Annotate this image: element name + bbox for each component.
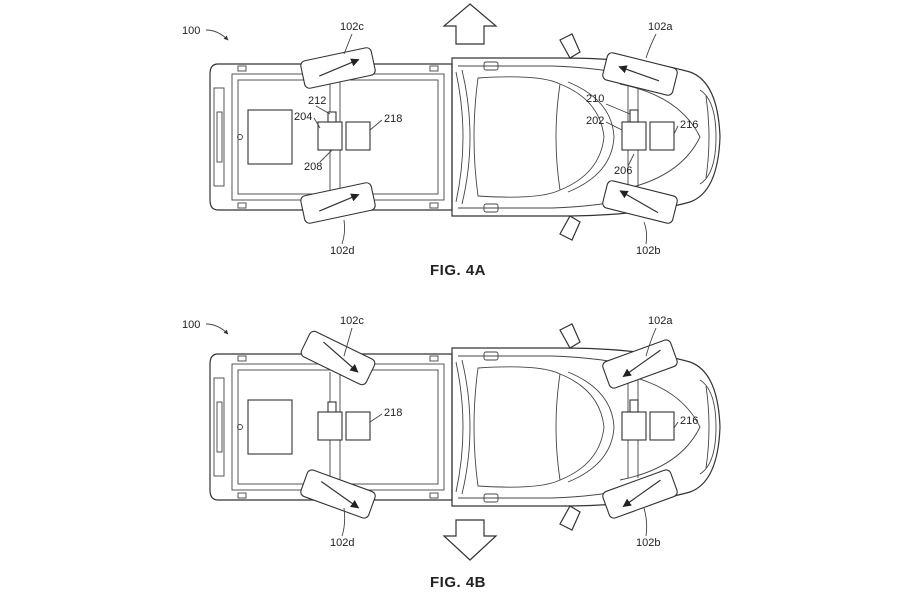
label-202: 202 xyxy=(586,115,604,127)
label-102c: 102c xyxy=(340,21,364,33)
label-218: 218 xyxy=(384,407,402,419)
label-102c: 102c xyxy=(340,315,364,327)
label-204: 204 xyxy=(294,111,312,123)
label-102a: 102a xyxy=(648,21,673,33)
wheel-front-left xyxy=(602,469,678,519)
wheel-rear-left xyxy=(300,182,376,224)
forward-arrow-icon xyxy=(442,3,498,45)
label-210: 210 xyxy=(586,93,604,105)
label-216: 216 xyxy=(680,415,698,427)
label-206: 206 xyxy=(614,165,632,177)
figure-caption: FIG. 4A xyxy=(430,262,486,279)
figure-4b: 100 102c 102a 102d 102b 218 216 xyxy=(182,315,721,591)
label-208: 208 xyxy=(304,161,322,173)
wheel-rear-right xyxy=(300,47,376,89)
figure-caption: FIG. 4B xyxy=(430,574,486,591)
vehicle-label: 100 xyxy=(182,319,200,331)
label-216: 216 xyxy=(680,119,698,131)
label-102d: 102d xyxy=(330,245,354,257)
wheel-rear-left xyxy=(300,469,376,519)
figure-4a: 100 102c 102a 102d 102b 212 xyxy=(182,3,721,279)
label-102b: 102b xyxy=(636,537,660,549)
label-212: 212 xyxy=(308,95,326,107)
wheel-rear-right xyxy=(300,330,376,386)
wheel-front-right xyxy=(602,339,678,389)
lateral-arrow-icon xyxy=(442,519,498,561)
wheel-front-left xyxy=(602,180,678,224)
wheel-front-right xyxy=(602,52,678,96)
label-218: 218 xyxy=(384,113,402,125)
vehicle-label: 100 xyxy=(182,25,200,37)
label-102a: 102a xyxy=(648,315,673,327)
label-102d: 102d xyxy=(330,537,354,549)
label-102b: 102b xyxy=(636,245,660,257)
